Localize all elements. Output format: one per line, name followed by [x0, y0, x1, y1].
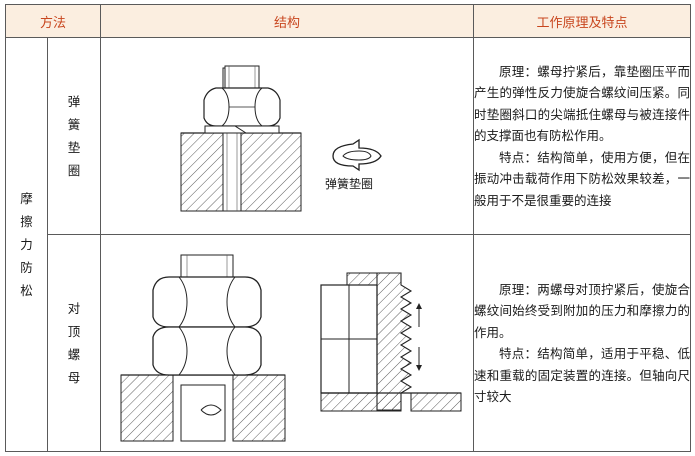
figure-spring-washer: 弹簧垫圈 — [100, 37, 475, 235]
header-row: 方法 结构 工作原理及特点 — [4, 4, 692, 38]
header-principle: 工作原理及特点 — [473, 4, 692, 38]
principle-double-nut: 原理：两螺母对顶拧紧后，使旋合螺纹间始终受到附加的压力和摩擦力的作用。 特点：结… — [473, 234, 692, 452]
category-cell: 摩 擦 力 防 松 — [5, 37, 48, 452]
principle-spring-washer: 原理：螺母拧紧后，靠垫圈压平而产生的弹性反力使旋合螺纹间压紧。同时垫圈斜口的尖端… — [473, 37, 692, 235]
header-structure: 结构 — [100, 4, 475, 38]
principle-text: 原理：螺母拧紧后，靠垫圈压平而产生的弹性反力使旋合螺纹间压紧。同时垫圈斜口的尖端… — [474, 63, 691, 144]
category-label: 摩 擦 力 防 松 — [20, 191, 33, 298]
features-text: 特点：结构简单，使用方便，但在振动冲击载荷作用下防松效果较差，一般用于不是很重要… — [474, 149, 691, 208]
method-label: 对 顶 螺 母 — [67, 301, 81, 385]
spring-washer-label: 弹簧垫圈 — [325, 176, 373, 191]
spring-washer-drawing: 弹簧垫圈 — [180, 65, 382, 212]
method-spring-washer: 弹 簧 垫 圈 — [46, 37, 102, 235]
method-label: 弹 簧 垫 圈 — [67, 94, 81, 178]
table-row-double-nut: 对 顶 螺 母 — [6, 234, 692, 452]
principle-text: 原理：两螺母对顶拧紧后，使旋合螺纹间始终受到附加的压力和摩擦力的作用。 — [474, 281, 691, 340]
features-text: 特点：结构简单，适用于平稳、低速和重载的固定装置的连接。但轴向尺寸较大 — [474, 346, 691, 404]
header-method: 方法 — [4, 4, 102, 38]
anti-loosening-table: 方法 结构 工作原理及特点 摩 擦 力 防 松 弹 簧 垫 圈 — [4, 4, 692, 452]
method-double-nut: 对 顶 螺 母 — [46, 234, 102, 452]
figure-double-nut — [100, 234, 475, 452]
double-nut-drawing — [120, 254, 462, 442]
table-row-spring-washer: 摩 擦 力 防 松 弹 簧 垫 圈 — [5, 37, 692, 452]
